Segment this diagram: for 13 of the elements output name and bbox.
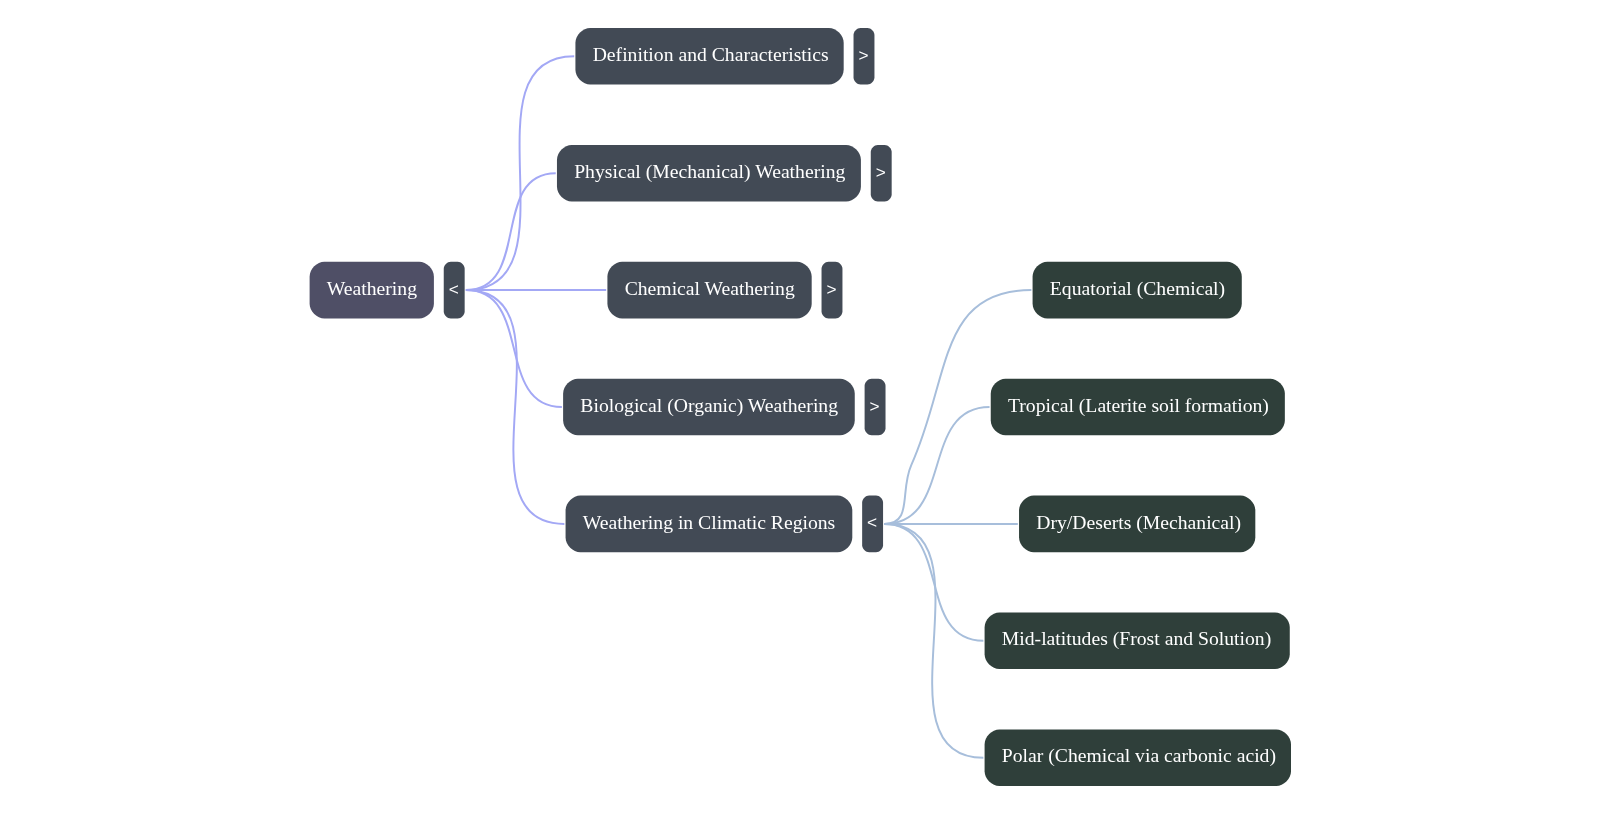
node-box: Equatorial (Chemical) [1032,261,1242,319]
node-label: < [867,512,878,533]
node-box: Polar (Chemical via carbonic acid) [984,729,1291,786]
node-label: > [858,44,869,65]
node-box: Mid-latitudes (Frost and Solution) [984,612,1290,670]
connector [464,289,566,525]
node-box: Tropical (Laterite soil formation) [990,378,1285,436]
node-label: < [448,278,459,299]
node-label: > [875,161,886,182]
node-box: Dry/Deserts (Mechanical) [1019,495,1256,553]
node-label: > [826,278,837,299]
node-label: > [869,395,880,416]
connector [883,522,985,759]
